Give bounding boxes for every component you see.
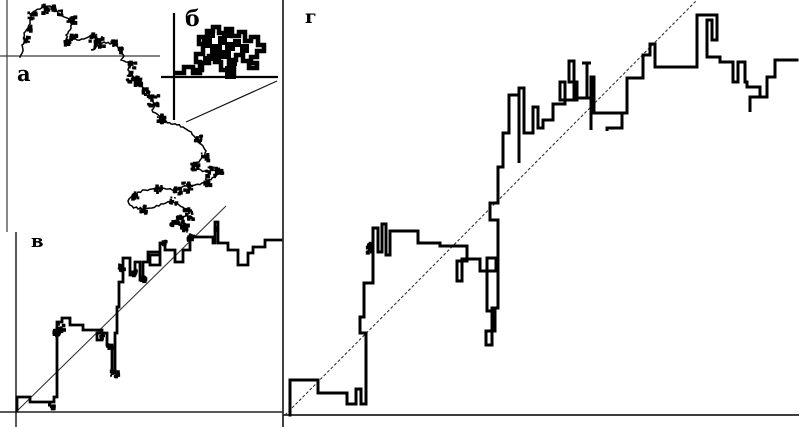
- panel-a-knot-cluster: [131, 191, 140, 201]
- panel-a-knot-cluster: [22, 35, 31, 44]
- panel-a-knot-cluster: [146, 94, 161, 108]
- panel-b-plot: [161, 13, 278, 123]
- panel-b-blob-rect: [222, 31, 230, 38]
- panel-b-blob-rect: [240, 44, 249, 53]
- panel-b-blob-rect: [203, 56, 211, 64]
- panel-a-knot-cluster: [156, 113, 167, 125]
- panel-g-plot: [282, 0, 799, 427]
- panel-a-knot-cluster: [205, 165, 217, 179]
- panel-v-walk-path: [15, 220, 284, 413]
- panel-a-knot-cluster: [26, 24, 33, 33]
- panel-v-knot-cluster: [213, 226, 220, 233]
- panel-a-knot-cluster: [175, 214, 185, 225]
- panel-a-knot-cluster: [139, 204, 148, 215]
- panel-g-knot-cluster: [365, 247, 374, 255]
- panel-g: г: [282, 0, 799, 427]
- panel-a-knot-cluster: [117, 46, 124, 55]
- panel-a-knot-cluster: [50, 4, 57, 13]
- panel-v-plot: [0, 205, 284, 427]
- panel-b-reference-diagonal-line: [185, 80, 278, 123]
- panel-b-blob-rect: [202, 38, 212, 48]
- panel-a: а: [0, 0, 225, 233]
- panel-a-knot-cluster: [193, 134, 204, 144]
- panel-v-knot-cluster: [105, 343, 114, 350]
- panel-b-blob-rect: [207, 30, 215, 38]
- panel-v-knot-cluster: [161, 239, 168, 247]
- panel-a-knot-cluster: [141, 87, 151, 96]
- panel-b-blob-rect: [228, 58, 237, 66]
- panel-a-knot-cluster: [214, 166, 225, 176]
- panel-v-knot-cluster: [48, 402, 56, 411]
- panel-b-blob-rect: [233, 39, 241, 47]
- panel-a-knot-cluster: [179, 222, 190, 233]
- panel-a-knot-cluster: [182, 207, 195, 221]
- panel-a-knot-cluster: [127, 60, 138, 70]
- panel-a-knot-cluster: [69, 33, 79, 41]
- panel-a-walk-path: [18, 5, 224, 233]
- panel-a-knot-cluster: [168, 196, 179, 206]
- panel-a-knot-cluster: [66, 15, 78, 25]
- panel-b-blob-rect: [211, 52, 221, 61]
- panel-v-knot-cluster: [109, 368, 121, 379]
- panel-a-knot-cluster: [93, 36, 106, 49]
- panel-a-plot: [0, 0, 225, 233]
- panel-b: б: [161, 6, 278, 123]
- panel-a-knot-cluster: [57, 9, 64, 17]
- panel-b-blob-rect: [225, 66, 236, 79]
- panel-v-knot-cluster: [52, 328, 62, 338]
- panel-b-blob-rect: [225, 42, 235, 51]
- panel-b-blob-rect: [218, 36, 227, 45]
- panel-b-label: б: [185, 6, 200, 32]
- panel-v-knot-cluster: [117, 263, 126, 273]
- panel-a-knot-cluster: [153, 184, 163, 194]
- panel-v-knot-cluster: [139, 275, 148, 284]
- panel-a-knot-cluster: [190, 161, 201, 172]
- panel-a-knot-cluster: [27, 11, 38, 21]
- panel-v: в: [0, 205, 284, 427]
- panel-a-knot-cluster: [181, 181, 194, 194]
- panel-v-label: в: [31, 231, 44, 252]
- panel-b-blob-rect: [221, 50, 231, 59]
- panel-v-knot-cluster: [55, 323, 66, 334]
- panel-a-knot-cluster: [169, 219, 178, 228]
- panel-a-knot-cluster: [110, 39, 119, 47]
- panel-v-knot-cluster: [186, 233, 196, 242]
- panel-a-knot-cluster: [133, 77, 144, 88]
- panel-g-label: г: [305, 6, 317, 28]
- panel-a-knot-cluster: [200, 152, 211, 163]
- panel-v-knot-cluster: [98, 331, 106, 341]
- panel-b-blob-rect: [210, 44, 222, 54]
- panel-v-knot-cluster: [131, 268, 138, 278]
- panel-a-label: а: [17, 61, 31, 86]
- panel-a-knot-cluster: [40, 3, 51, 15]
- panel-a-knot-cluster: [172, 186, 183, 196]
- panel-g-walk-path: [288, 13, 799, 417]
- panel-a-knot-cluster: [203, 178, 213, 188]
